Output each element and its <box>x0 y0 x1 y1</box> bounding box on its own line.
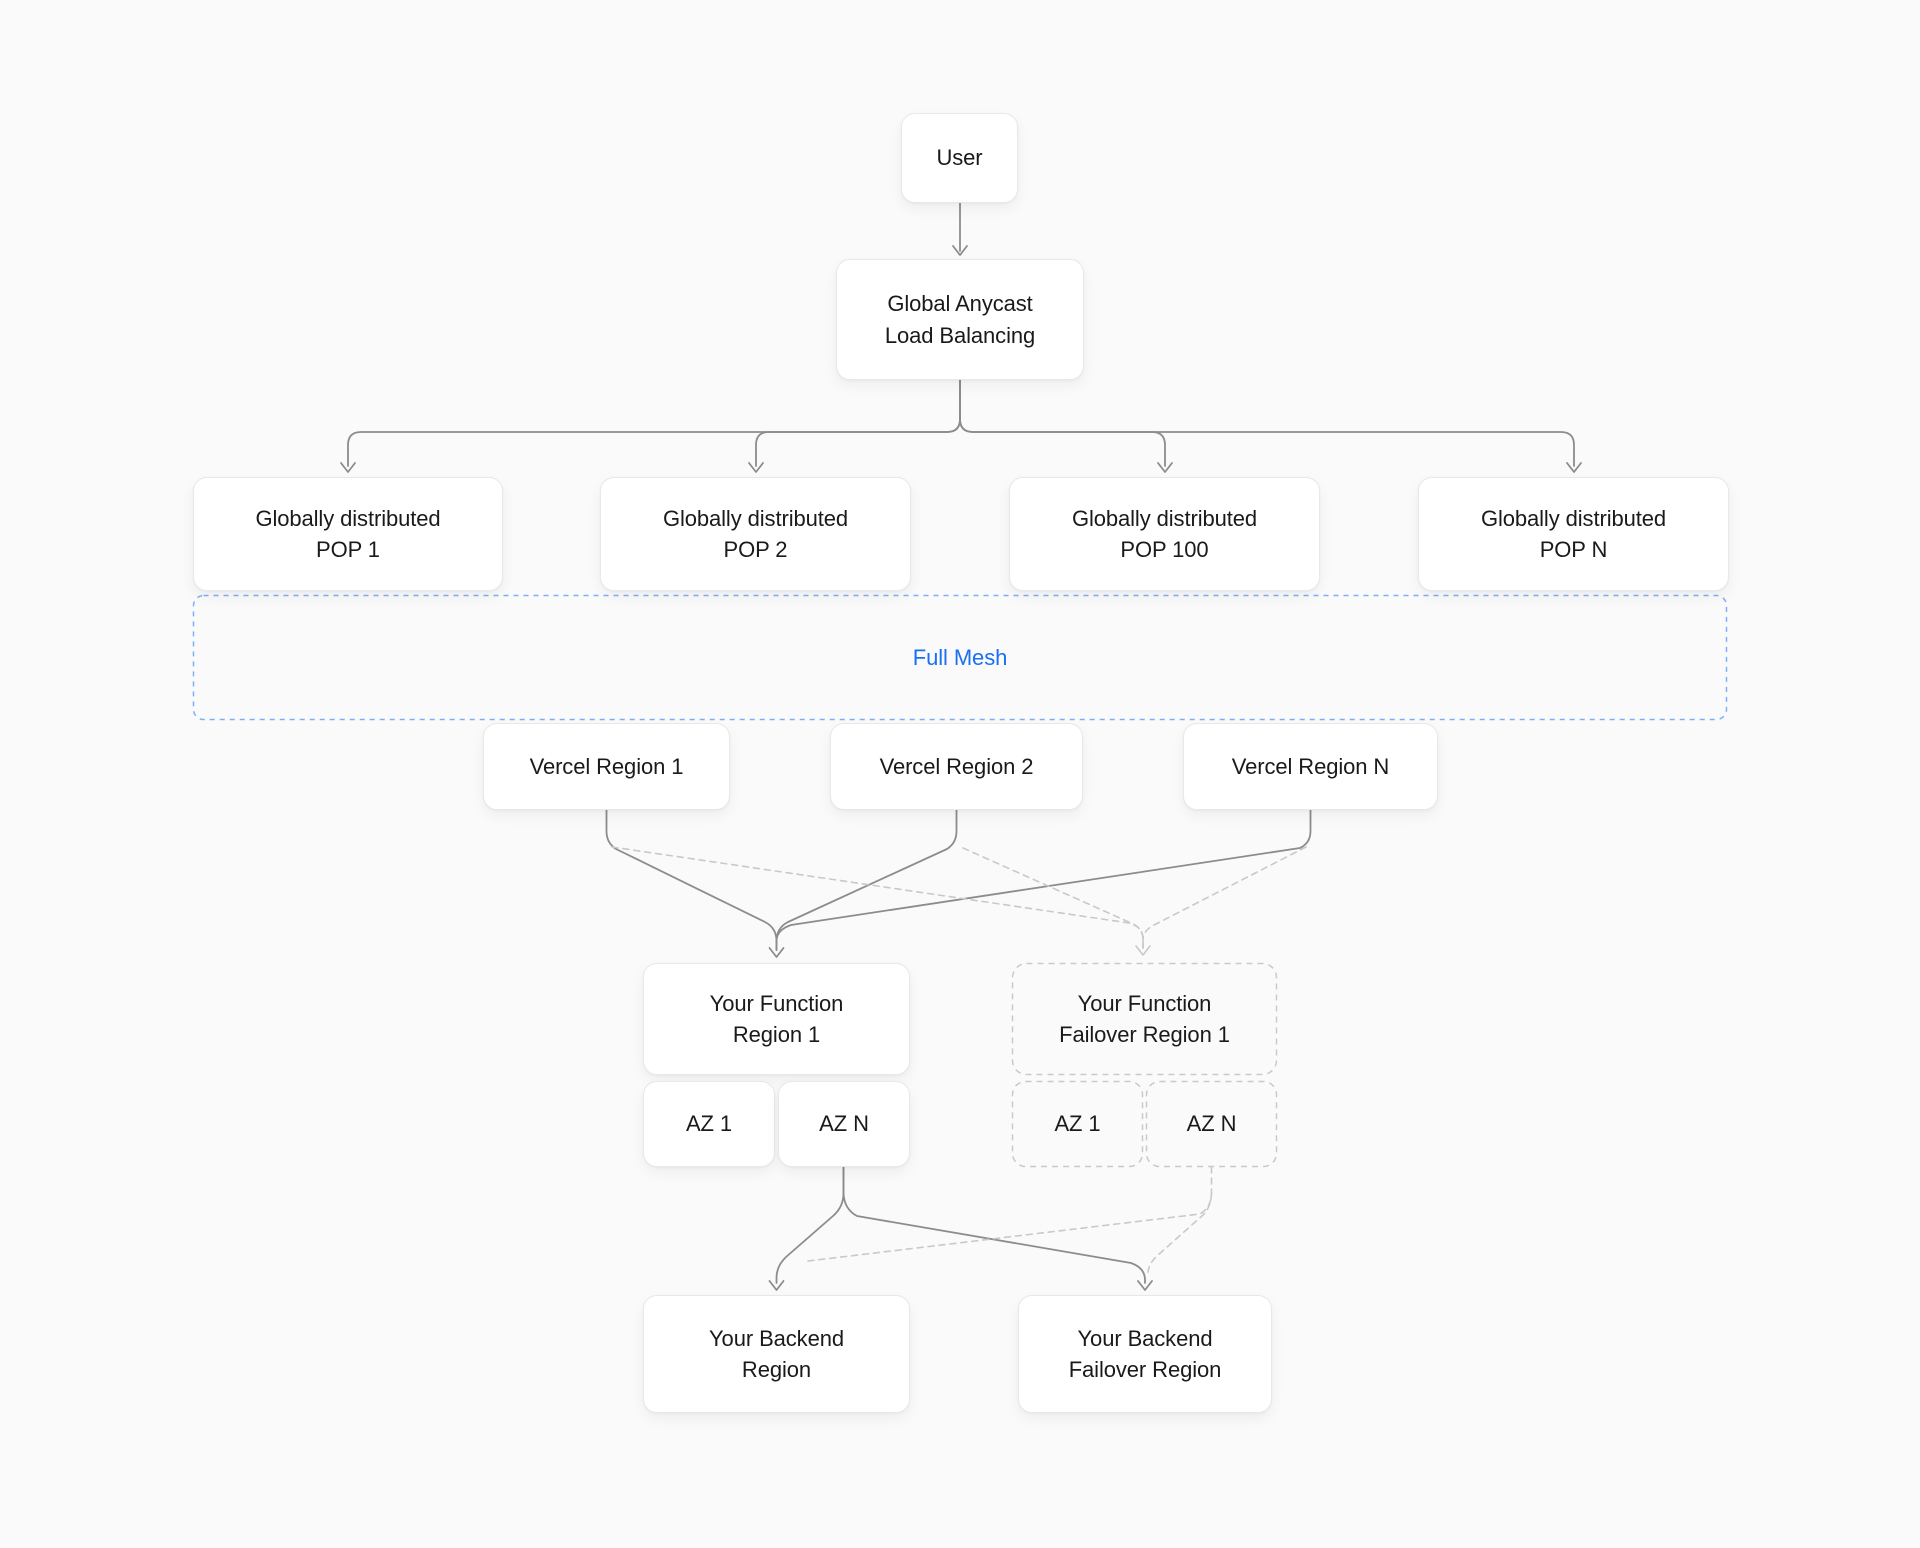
edge-lb-pop1 <box>347 379 961 467</box>
edge-vr1-function <box>605 809 778 951</box>
vercel-region-1-node: Vercel Region 1 <box>483 723 730 810</box>
function-region-node: Your Function Region 1 <box>643 963 910 1075</box>
user-label: User <box>936 145 983 171</box>
full-mesh-zone: Full Mesh <box>193 595 1727 720</box>
edge-failover-az-backend <box>807 1166 1213 1262</box>
function-failover-region-node: Your Function Failover Region 1 <box>1012 963 1277 1075</box>
function-region-az-1-node: AZ 1 <box>643 1081 775 1167</box>
function-failover-az-1-node: AZ 1 <box>1012 1081 1143 1167</box>
vercel-region-2-label: Vercel Region 2 <box>879 753 1034 779</box>
arrowhead-lb <box>952 245 968 256</box>
backend-region-label: Your Backend Region <box>709 1325 844 1382</box>
function-failover-region-outline <box>1011 962 1278 1076</box>
vercel-region-n-label: Vercel Region N <box>1231 753 1390 779</box>
vercel-region-2-node: Vercel Region 2 <box>830 723 1083 810</box>
function-failover-az-1-label: AZ 1 <box>1054 1111 1101 1137</box>
arrowhead-function-region <box>768 947 785 958</box>
pop-1-node: Globally distributed POP 1 <box>193 477 503 591</box>
pop-1-label: Globally distributed POP 1 <box>255 505 441 562</box>
arrowhead-pop1 <box>340 462 356 473</box>
pop-n-node: Globally distributed POP N <box>1418 477 1729 591</box>
vercel-region-1-label: Vercel Region 1 <box>529 753 684 779</box>
load-balancer-label: Global Anycast Load Balancing <box>884 291 1036 348</box>
arrowhead-backend <box>768 1280 785 1291</box>
function-failover-az-n-node: AZ N <box>1146 1081 1277 1167</box>
function-region-az-n-node: AZ N <box>778 1081 910 1167</box>
edge-vr2-function <box>775 809 958 951</box>
pop-100-label: Globally distributed POP 100 <box>1071 505 1258 562</box>
edge-lb-pop100 <box>959 379 1166 467</box>
pop-2-label: Globally distributed POP 2 <box>662 505 849 562</box>
pop-100-node: Globally distributed POP 100 <box>1009 477 1320 591</box>
backend-region-node: Your Backend Region <box>643 1295 910 1413</box>
failover-az-1-outline <box>1011 1080 1144 1168</box>
arrowhead-function-failover <box>1135 945 1151 956</box>
pop-n-label: Globally distributed POP N <box>1480 505 1667 562</box>
function-region-label: Your Function Region 1 <box>709 990 844 1047</box>
edge-vrn-function <box>775 809 1312 951</box>
arrowhead-backend-failover <box>1137 1280 1153 1291</box>
edge-vr1-failover <box>611 846 1144 949</box>
edge-lb-pop2 <box>755 379 961 467</box>
edge-vr2-failover <box>962 847 1144 949</box>
edge-vrn-failover <box>1142 846 1307 949</box>
arrowhead-pop2 <box>748 462 764 473</box>
function-failover-az-n-label: AZ N <box>1186 1111 1237 1137</box>
vercel-region-n-node: Vercel Region N <box>1183 723 1438 810</box>
edge-az-backend <box>775 1166 845 1284</box>
backend-failover-region-node: Your Backend Failover Region <box>1018 1295 1272 1413</box>
load-balancer-node: Global Anycast Load Balancing <box>836 259 1084 380</box>
pop-2-node: Globally distributed POP 2 <box>600 477 911 591</box>
full-mesh-zone-outline <box>192 594 1728 721</box>
edge-az-backend-failover <box>842 1166 1146 1284</box>
edge-lb-popn <box>959 379 1575 467</box>
edge-failover-az-backend-failover <box>1147 1192 1213 1273</box>
full-mesh-label: Full Mesh <box>912 644 1008 670</box>
user-node: User <box>901 113 1018 203</box>
arrowhead-popn <box>1566 462 1582 473</box>
function-region-az-1-label: AZ 1 <box>685 1111 733 1137</box>
function-region-az-n-label: AZ N <box>819 1111 869 1137</box>
arrowhead-pop100 <box>1157 462 1173 473</box>
backend-failover-region-label: Your Backend Failover Region <box>1068 1325 1222 1382</box>
function-failover-region-label: Your Function Failover Region 1 <box>1059 990 1230 1047</box>
